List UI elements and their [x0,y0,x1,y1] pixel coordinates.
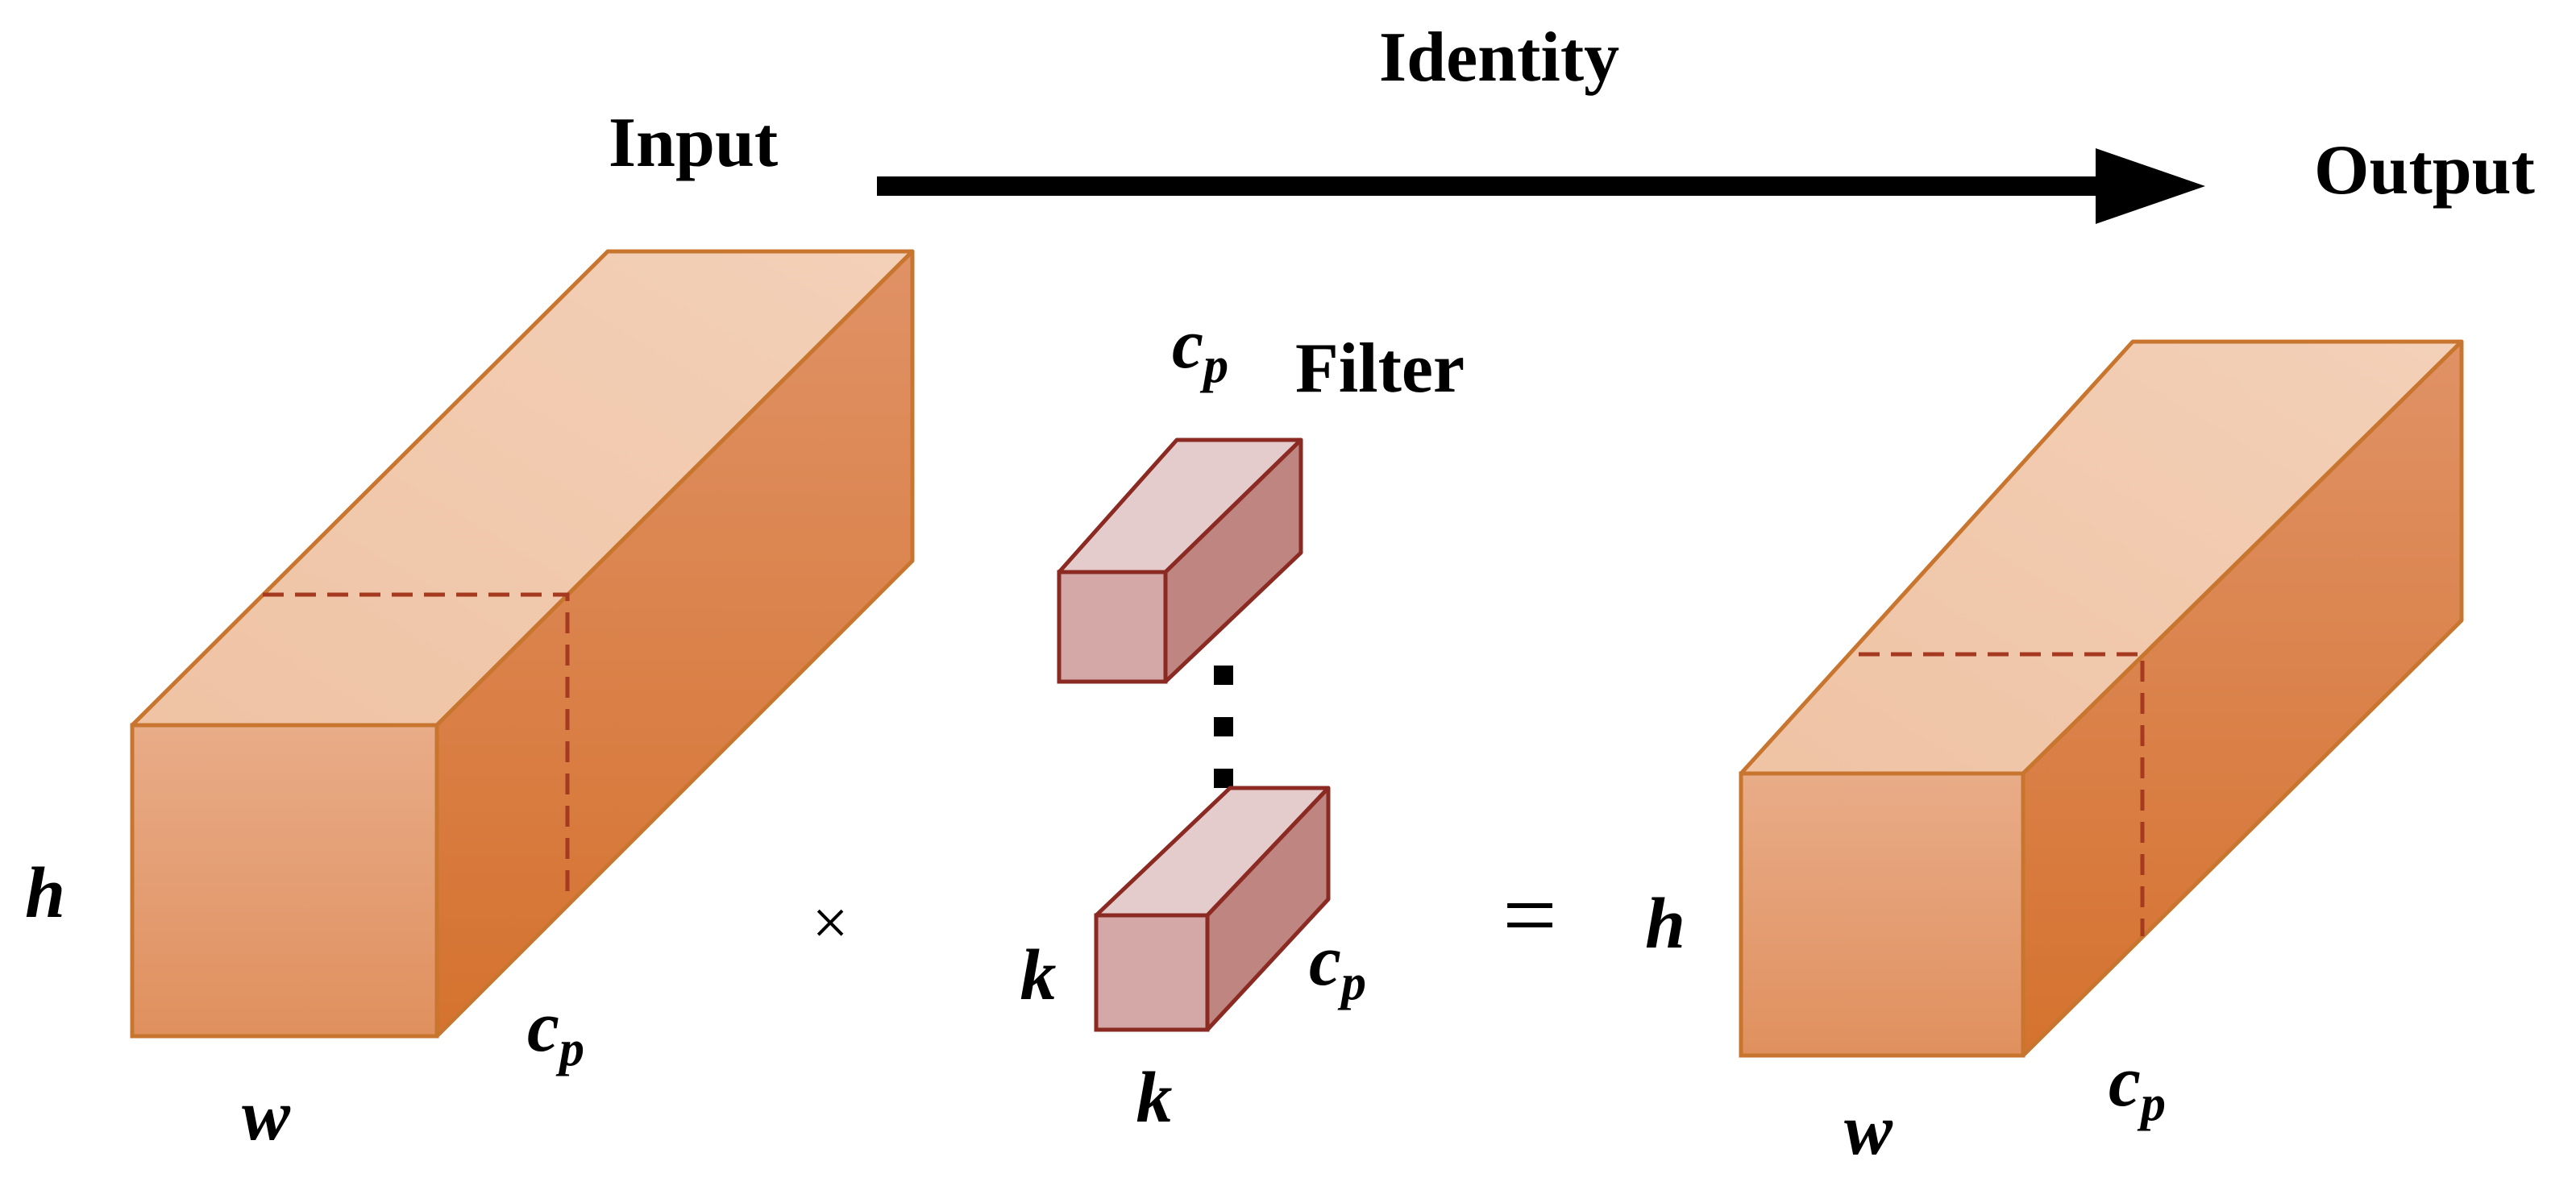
output-h-label: h [1645,884,1685,964]
input-cp-label: cp [527,987,584,1076]
output-cp-label: cp [2109,1042,2166,1131]
filter-box-bottom [1094,786,1331,1032]
output-label: Output [2314,131,2535,209]
input-block-slice-line [263,592,570,898]
input-tensor-block [130,249,915,1039]
input-block-front-face [130,723,439,1039]
filter-cp-label: cp [1309,921,1366,1010]
filter-label: Filter [1295,330,1465,408]
input-label: Input [609,104,778,182]
identity-arrow [877,148,2205,224]
filter-k-side-label: k [1020,935,1057,1015]
identity-label: Identity [1379,19,1619,97]
input-h-label: h [25,853,65,933]
output-block-slice-line [1859,652,2145,936]
output-tensor-block [1739,339,2464,1058]
output-block-front-face [1739,771,2025,1058]
multiply-sign: × [812,888,848,959]
filter-top-cp-label: cp [1172,305,1228,393]
filter-ellipsis-dots [1214,666,1233,788]
output-w-label: w [1844,1090,1893,1170]
equals-sign: = [1502,861,1557,968]
filter-box-top [1057,438,1303,684]
filter-k-bottom-label: k [1136,1058,1173,1138]
input-w-label: w [242,1076,291,1155]
